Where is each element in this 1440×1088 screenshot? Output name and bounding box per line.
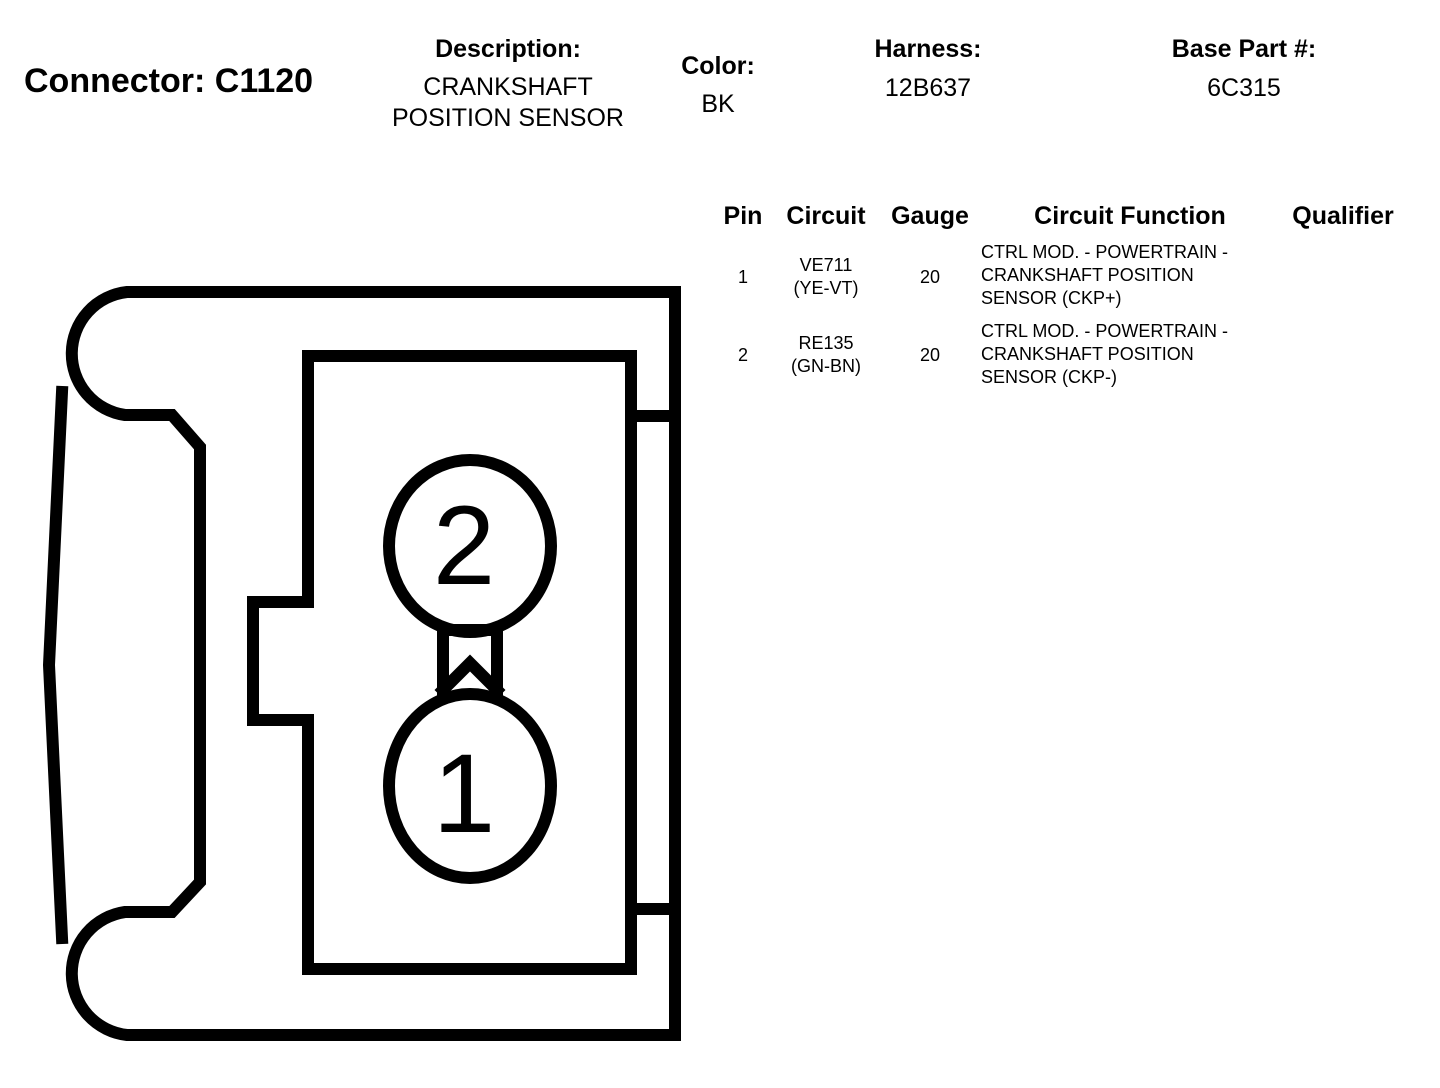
circuit-code: VE711 [799,255,853,275]
description-line-2: POSITION SENSOR [392,104,624,132]
base-part-value: 6C315 [1207,74,1281,102]
row-gauge: 20 [919,267,941,287]
harness-value: 12B637 [884,74,972,102]
circuit-code: RE135 [798,333,854,353]
connector-id: C1120 [214,62,314,100]
connector-title: Connector: C1120 [24,62,313,101]
pin-cavity-2 [383,454,557,638]
terminal-cavity-outline [247,350,637,975]
circuit-color: (YE-VT) [793,278,859,298]
col-header-circuit: Circuit [786,202,866,230]
circuit-color: (GN-BN) [791,356,861,376]
connector-label: Connector: [24,62,206,100]
pin-label-2: 2 [433,483,495,608]
description-label: Description: [435,35,581,63]
row-function: CTRL MOD. - POWERTRAIN - CRANKSHAFT POSI… [981,241,1281,310]
pin-cavity-1 [383,688,557,884]
function-line: SENSOR (CKP+) [981,288,1122,308]
row-circuit: VE711 (YE-VT) [776,254,876,300]
row-gauge: 20 [919,345,941,365]
description-value: CRANKSHAFT POSITION SENSOR [358,72,658,134]
row-circuit: RE135 (GN-BN) [776,332,876,378]
harness-label: Harness: [874,35,982,63]
function-line: CTRL MOD. - POWERTRAIN - [981,321,1228,341]
connector-housing-outline [65,286,681,1041]
pin-label-1: 1 [433,731,495,856]
function-line: CTRL MOD. - POWERTRAIN - [981,242,1228,262]
base-part-label: Base Part #: [1171,35,1317,63]
col-header-gauge: Gauge [891,202,969,230]
col-header-qualifier: Qualifier [1292,202,1394,230]
pin-bridge-chevron [434,654,506,699]
row-pin: 2 [737,345,748,365]
color-label: Color: [681,52,755,80]
color-value: BK [701,90,735,118]
function-line: CRANKSHAFT POSITION [981,265,1194,285]
function-line: SENSOR (CKP-) [981,367,1118,387]
row-pin: 1 [737,267,748,287]
col-header-function: Circuit Function [1034,202,1226,230]
function-line: CRANKSHAFT POSITION [981,344,1194,364]
connector-left-edge [42,385,69,945]
col-header-pin: Pin [723,202,763,230]
description-line-1: CRANKSHAFT [423,73,593,101]
row-function: CTRL MOD. - POWERTRAIN - CRANKSHAFT POSI… [981,320,1281,389]
